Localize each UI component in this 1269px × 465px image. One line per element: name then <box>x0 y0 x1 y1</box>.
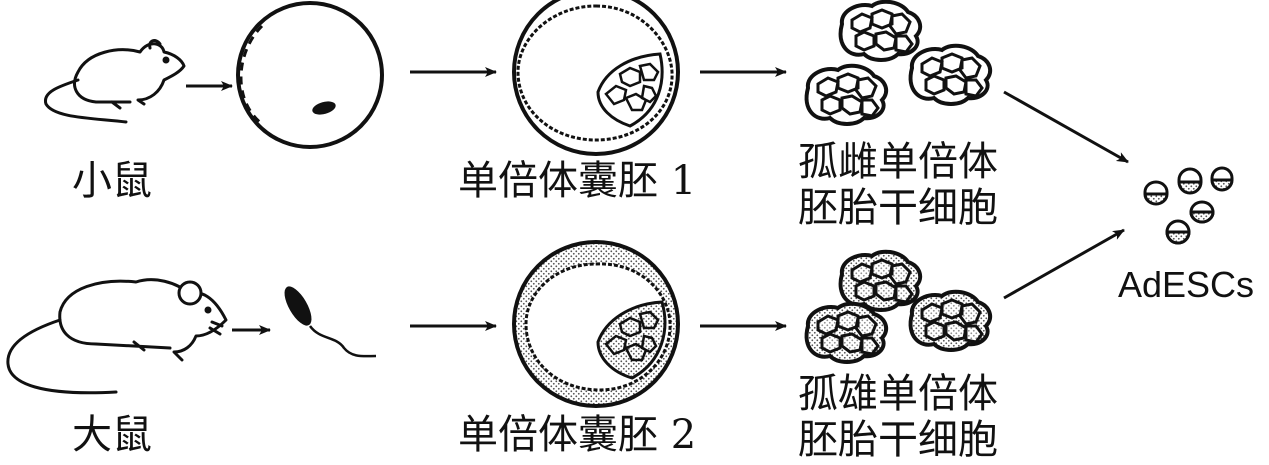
label-gynogenetic-line2: 胚胎干细胞 <box>798 185 998 231</box>
mouse-icon <box>43 39 186 124</box>
arrow-gynogenetic-to-adescs <box>1003 90 1129 164</box>
adescs-cell-icon <box>1143 166 1234 245</box>
stem-cell-colony-icon <box>804 0 993 127</box>
label-rat: 大鼠 <box>72 412 152 458</box>
stem-cell-colony-icon <box>804 249 993 364</box>
label-mouse: 小鼠 <box>72 158 152 204</box>
label-blastocyst-1: 单倍体囊胚 1 <box>458 158 697 204</box>
label-androgenetic-line1: 孤雄单倍体 <box>798 371 998 417</box>
blastocyst-icon <box>512 0 680 156</box>
rat-icon <box>6 278 228 395</box>
label-blastocyst-2: 单倍体囊胚 2 <box>458 412 697 458</box>
blastocyst-icon <box>512 240 680 408</box>
oocyte-icon <box>236 1 384 149</box>
sperm-icon <box>284 286 377 358</box>
label-gynogenetic-line1: 孤雌单倍体 <box>798 139 998 185</box>
arrow-androgenetic-to-adescs <box>1003 228 1125 300</box>
label-androgenetic-line2: 胚胎干细胞 <box>798 417 998 463</box>
label-adescs: AdESCs <box>1118 264 1255 305</box>
